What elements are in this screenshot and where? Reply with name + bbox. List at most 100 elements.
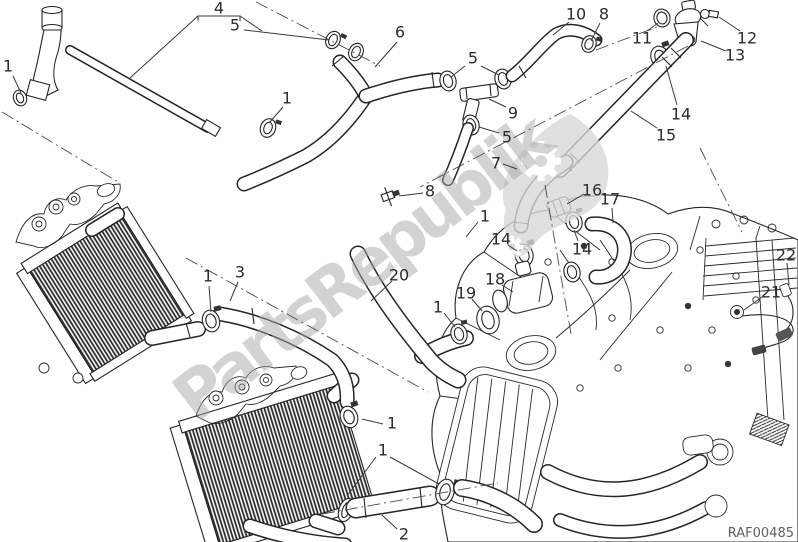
callout-20: 20 — [389, 266, 409, 285]
callout-1: 1 — [282, 89, 292, 108]
leader-line — [646, 22, 659, 32]
callout-8: 8 — [425, 182, 435, 201]
axis-line — [255, 1, 381, 67]
callout-19: 19 — [456, 284, 476, 303]
lower-radiator-bracket — [195, 365, 308, 425]
bolt-clamp-8-mid — [380, 187, 401, 207]
callout-1: 1 — [480, 207, 490, 226]
leader-line — [346, 456, 377, 497]
leader-line — [268, 106, 284, 124]
gasket-ring-11 — [653, 8, 671, 28]
callout-1: 1 — [433, 298, 443, 317]
leader-line — [590, 22, 601, 42]
seal-ring-19 — [476, 305, 500, 335]
hose-clamp — [12, 89, 28, 107]
clamp-1-radiator-out — [201, 305, 222, 333]
callout-1: 1 — [378, 441, 388, 460]
callout-2: 2 — [399, 525, 409, 542]
upper-radiator-bracket — [15, 183, 121, 248]
callout-7: 7 — [491, 154, 501, 173]
leader-line — [630, 110, 658, 129]
watermark-gear-icon — [521, 141, 561, 181]
callout-13: 13 — [725, 46, 745, 65]
callout-1: 1 — [3, 57, 13, 76]
leader-line — [381, 514, 398, 530]
leader-line — [700, 40, 727, 52]
axis-line — [321, 482, 499, 515]
axis-line — [1, 111, 119, 183]
callout-15: 15 — [656, 126, 676, 145]
lower-radiator — [169, 365, 379, 542]
leader-line — [566, 193, 585, 205]
leader-line — [398, 192, 424, 197]
leader-line — [480, 65, 500, 76]
cable-sensor — [775, 283, 794, 342]
leader-line — [507, 244, 518, 252]
leader-line — [450, 65, 466, 78]
leader-line — [243, 29, 330, 41]
leader-line — [573, 229, 579, 242]
bolt-12 — [699, 8, 720, 20]
y-hose-6 — [244, 56, 438, 184]
leader-line — [718, 16, 741, 32]
callout-6: 6 — [395, 23, 405, 42]
callout-17: 17 — [600, 190, 620, 209]
clamp-14-b — [563, 261, 581, 283]
hose-10 — [512, 30, 596, 78]
leader-line — [12, 75, 22, 94]
leader-line — [129, 15, 199, 79]
leader-line — [502, 163, 518, 170]
watermark-gear-small-icon — [501, 236, 523, 258]
leader-line — [786, 262, 790, 286]
clamp-1-pump — [450, 319, 468, 345]
leader-line — [229, 281, 239, 302]
leader-line — [488, 98, 507, 108]
leader-line — [361, 418, 384, 425]
leader-line — [443, 312, 456, 328]
hose-clamp-8 — [581, 35, 603, 53]
callout-22: 22 — [776, 246, 796, 265]
axis-line — [699, 147, 743, 233]
leader-line — [501, 284, 514, 293]
callout-5: 5 — [230, 16, 240, 35]
bracket-layer — [197, 15, 241, 21]
axis-lines-layer — [1, 1, 743, 515]
leader-line — [374, 41, 398, 68]
callout-4: 4 — [214, 0, 224, 18]
callout-14: 14 — [491, 230, 511, 249]
callout-16: 16 — [582, 181, 602, 200]
leader-line — [208, 285, 212, 313]
leader-line — [239, 15, 263, 32]
axis-line — [185, 257, 429, 393]
hose-3 — [220, 308, 347, 402]
group-bracket — [197, 15, 241, 21]
callout-14: 14 — [671, 105, 691, 124]
part-code: RAF00485 — [728, 526, 794, 541]
callout-11: 11 — [632, 29, 652, 48]
leader-line — [471, 298, 483, 312]
axis-line — [595, 26, 658, 51]
water-pump-fitting-18 — [492, 260, 554, 314]
callout-9: 9 — [508, 104, 518, 123]
callout-8: 8 — [599, 5, 609, 24]
leader-line — [370, 280, 393, 302]
leader-line — [552, 21, 570, 36]
leader-line — [478, 126, 500, 134]
hose-clamp-pair-top — [325, 30, 364, 62]
callout-10: 10 — [566, 5, 586, 24]
callout-21: 21 — [761, 283, 781, 302]
leader-line — [665, 65, 678, 106]
callout-1: 1 — [387, 414, 397, 433]
leader-line — [743, 296, 763, 311]
upper-radiator — [15, 183, 198, 385]
callout-5: 5 — [502, 128, 512, 147]
leader-line — [611, 207, 614, 224]
callout-3: 3 — [235, 263, 245, 282]
callout-18: 18 — [485, 270, 505, 289]
clamp-1-radiator2-in — [339, 400, 359, 429]
callout-14: 14 — [572, 240, 592, 259]
callout-1: 1 — [203, 267, 213, 286]
leader-line — [389, 456, 440, 485]
